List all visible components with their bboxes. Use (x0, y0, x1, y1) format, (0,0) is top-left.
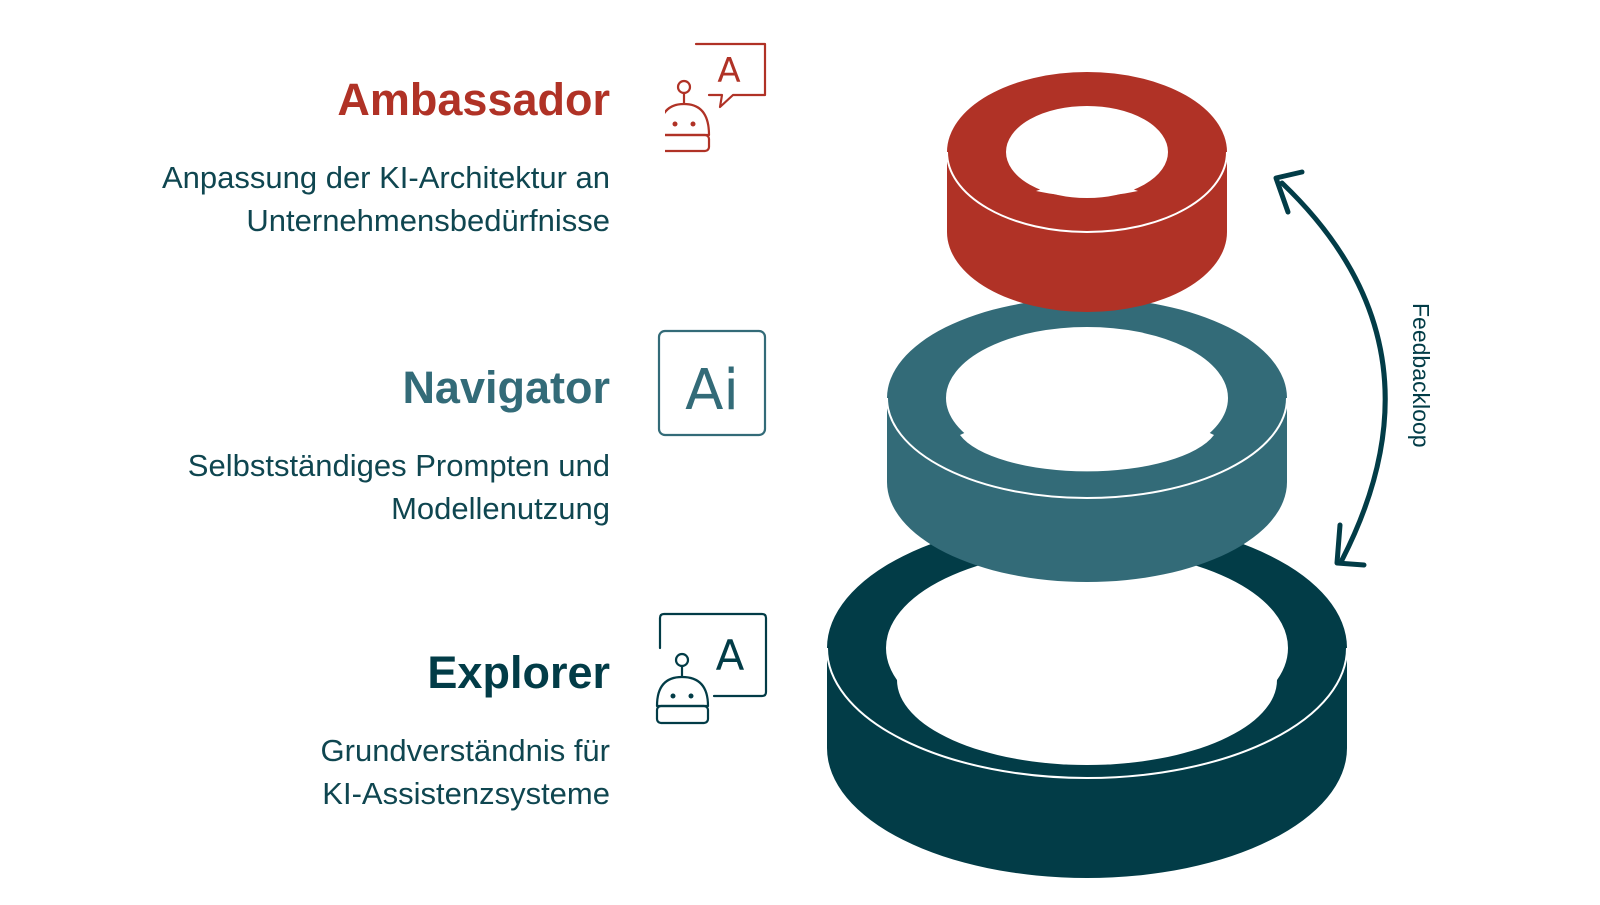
description-line: Modellenutzung (391, 491, 610, 526)
feedback-loop-arrow (1273, 169, 1388, 568)
icon-letter: A (716, 631, 745, 680)
level-explorer: Explorer Grundverständnis für KI-Assiste… (321, 650, 610, 815)
description-line: Grundverständnis für (320, 733, 610, 768)
description-line: Unternehmensbedürfnisse (246, 203, 610, 238)
robot-display-icon: A (655, 612, 768, 725)
level-ambassador: Ambassador Anpassung der KI-Architektur … (162, 77, 610, 242)
level-description-ambassador: Anpassung der KI-Architektur an Unterneh… (162, 156, 610, 242)
level-title-explorer: Explorer (427, 647, 610, 698)
level-description-explorer: Grundverständnis für KI-Assistenzsysteme (321, 729, 610, 815)
icon-ai-text: Ai (685, 358, 739, 423)
level-title-navigator: Navigator (402, 362, 610, 413)
description-line: Anpassung der KI-Architektur an (161, 160, 610, 195)
ring-ambassador (946, 72, 1228, 312)
description-line: KI-Assistenzsysteme (322, 776, 610, 811)
ai-square-icon: Ai (657, 329, 767, 437)
ring-explorer (826, 518, 1348, 878)
description-line: Selbstständiges Prompten und (187, 448, 610, 483)
level-title-ambassador: Ambassador (337, 74, 610, 125)
ring-navigator (886, 298, 1288, 582)
level-navigator: Navigator Selbstständiges Prompten und M… (188, 365, 610, 530)
level-description-navigator: Selbstständiges Prompten und Modellenutz… (188, 444, 610, 530)
feedback-loop-label: Feedbackloop (1408, 303, 1434, 448)
robot-chat-bubble-icon: A (665, 42, 767, 153)
icon-letter: A (717, 51, 740, 91)
